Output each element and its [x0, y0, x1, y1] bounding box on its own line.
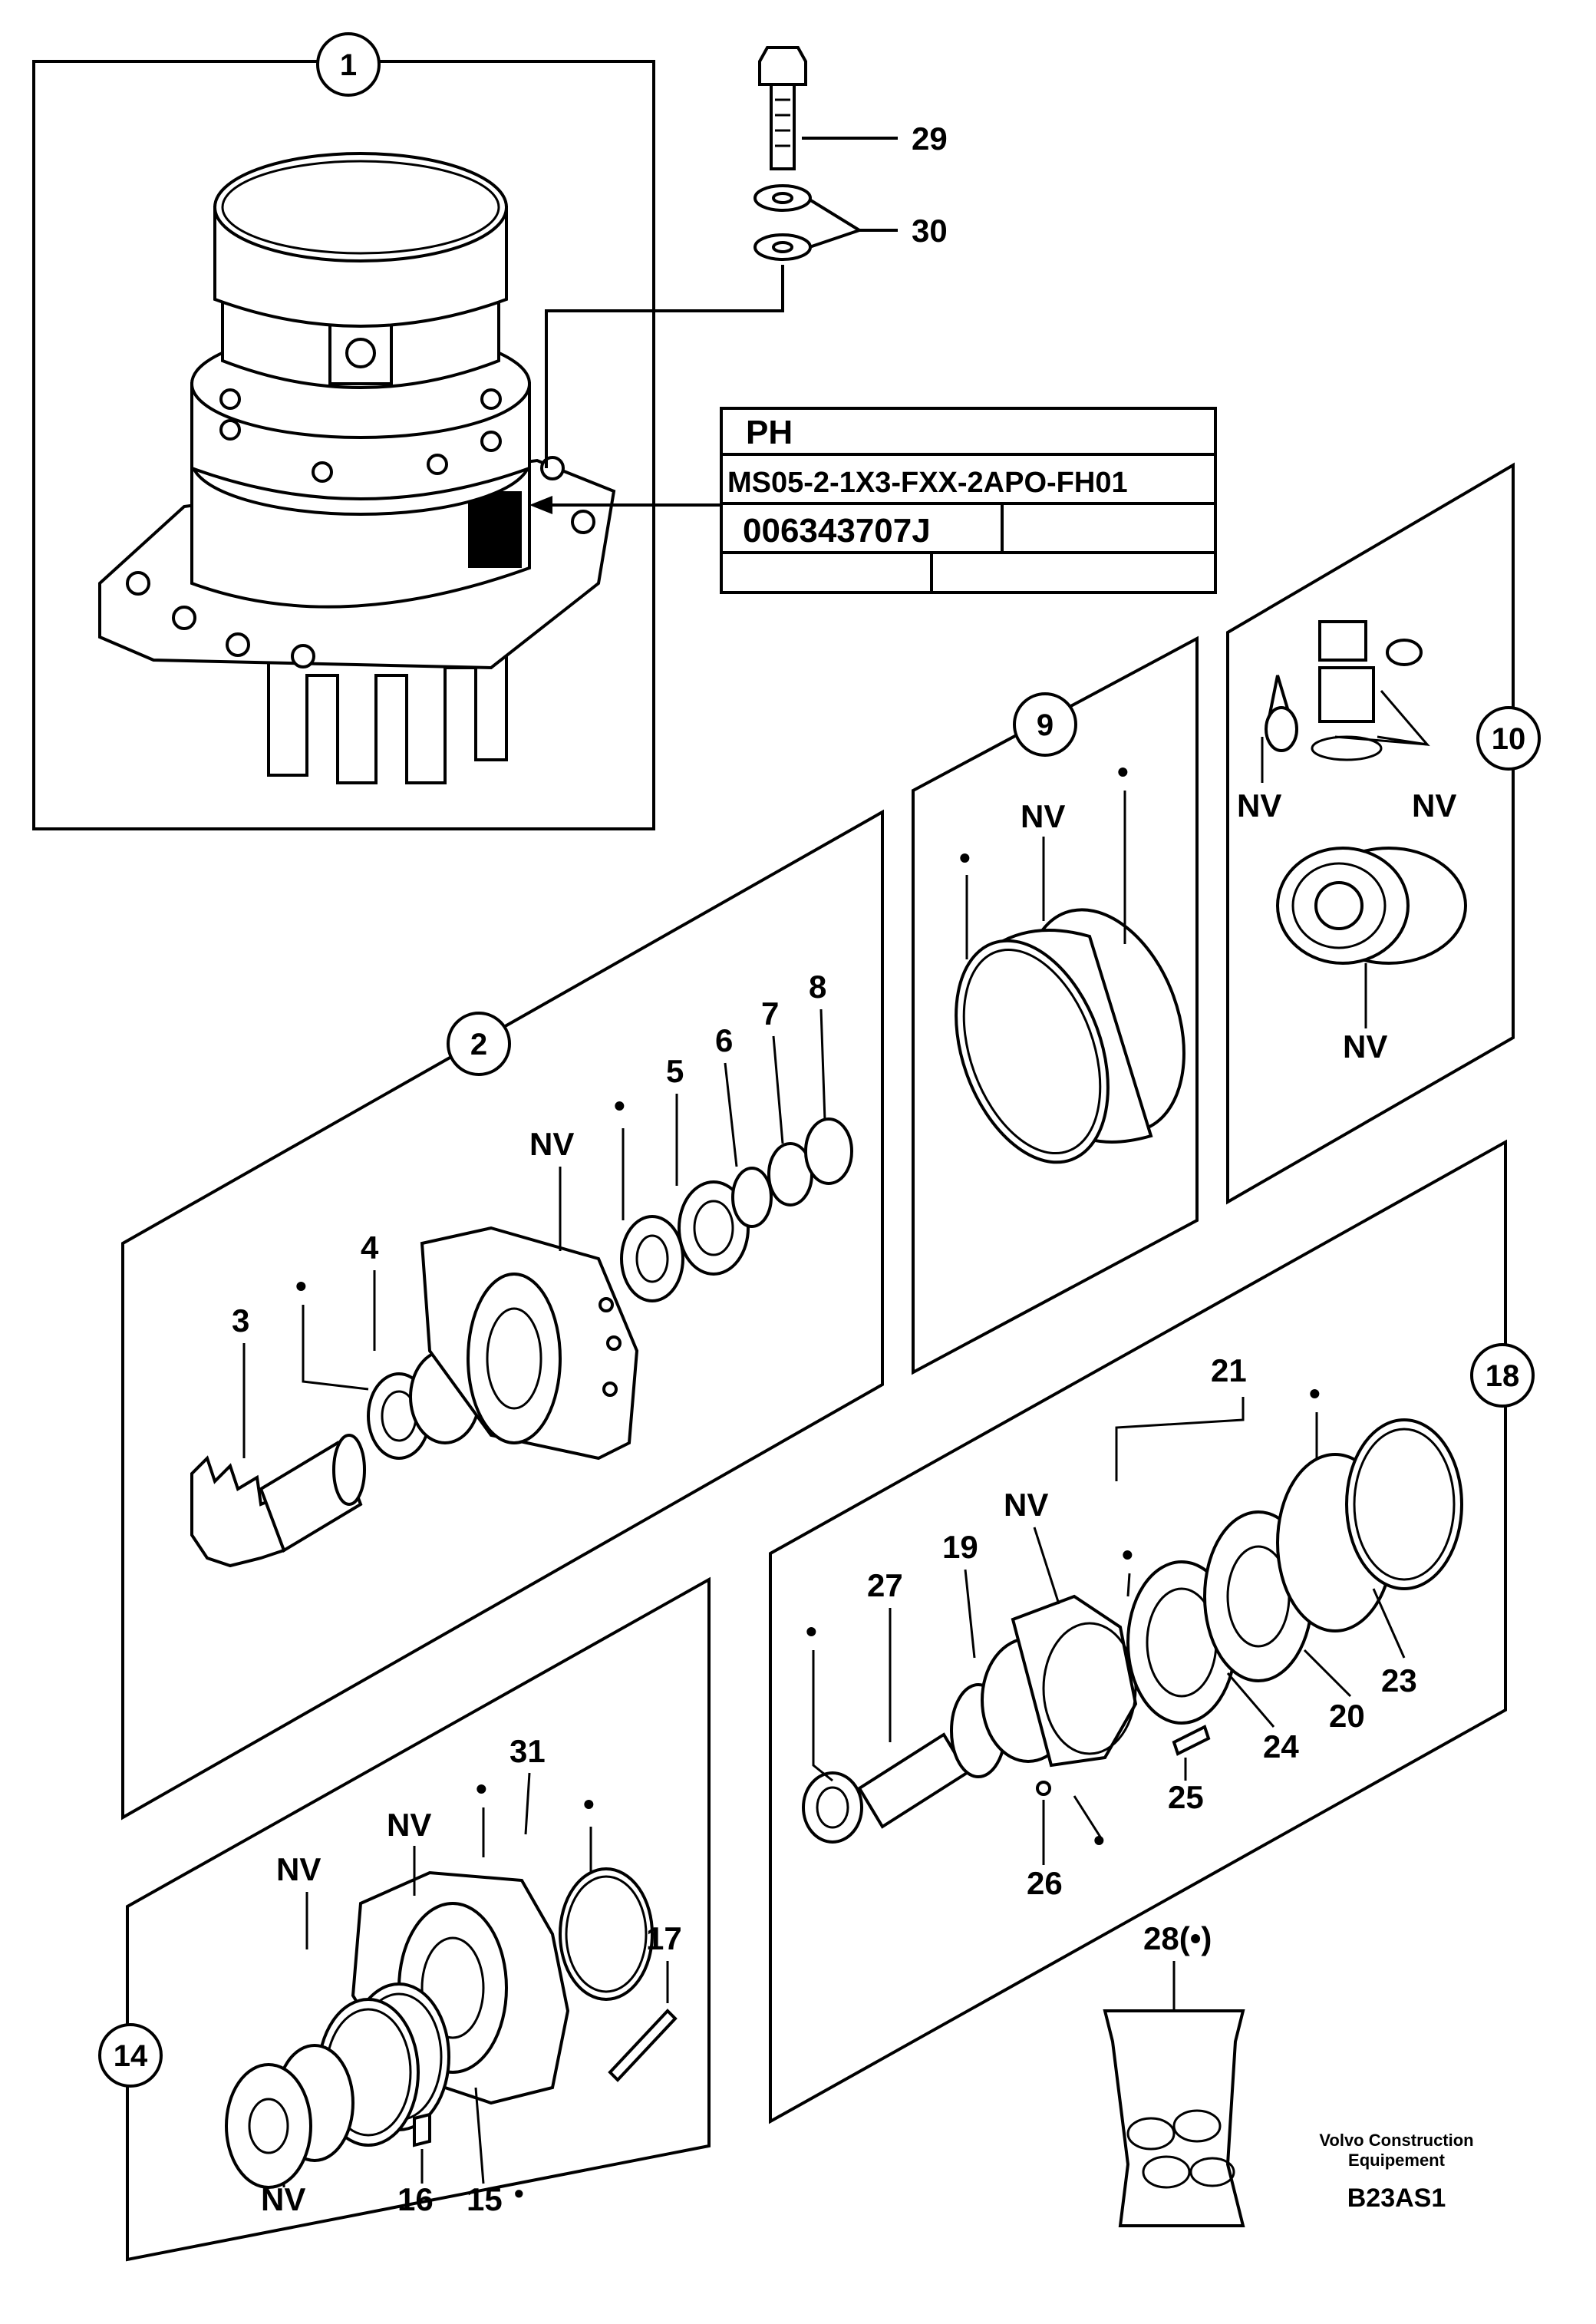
bullet-14b: • — [476, 1771, 487, 1807]
group-9-frame — [912, 635, 1199, 1375]
label-nv-10c: NV — [1343, 1028, 1387, 1065]
label-24: 24 — [1263, 1728, 1299, 1764]
group-18: 18 27 • 19 NV • • 21 24 20 23 — [769, 1139, 1535, 2124]
group-10: 10 NV NV NV — [1226, 462, 1541, 1205]
group-9: 9 NV • • — [912, 635, 1199, 1375]
callout-9: 9 — [1037, 708, 1054, 742]
callout-10: 10 — [1492, 722, 1526, 756]
group-1-motor-assembly: 1 — [32, 32, 655, 830]
bullet-14a: • — [583, 1786, 595, 1822]
label-27: 27 — [867, 1567, 903, 1603]
plate-row-2: MS05-2-1X3-FXX-2APO-FH01 — [727, 467, 1128, 499]
label-6: 6 — [715, 1022, 733, 1058]
plate-row-3: 006343707J — [743, 512, 931, 550]
label-17: 17 — [646, 1920, 682, 1956]
label-nv-10a: NV — [1237, 787, 1281, 824]
label-31: 31 — [509, 1733, 546, 1769]
label-20: 20 — [1329, 1698, 1365, 1734]
group-2-frame — [121, 809, 884, 1821]
label-3: 3 — [232, 1302, 249, 1339]
label-30: 30 — [912, 213, 948, 249]
callout-2: 2 — [470, 1028, 487, 1061]
label-nv-14a: NV — [387, 1807, 431, 1843]
bolt-and-washers: 29 30 — [545, 46, 948, 468]
bullet-9a: • — [1117, 754, 1129, 790]
label-15: 15 — [467, 2181, 503, 2217]
bullet-18a: • — [806, 1613, 817, 1649]
bullet-2b: • — [614, 1088, 625, 1124]
label-19: 19 — [942, 1529, 978, 1565]
callout-14: 14 — [114, 2039, 148, 2073]
label-25: 25 — [1168, 1779, 1204, 1815]
group-14: 14 NV NV • • 31 17 NV 16 — [98, 1576, 711, 2262]
motor-illustration — [98, 152, 616, 784]
identification-plate: PH MS05-2-1X3-FXX-2APO-FH01 006343707J — [529, 407, 1217, 594]
callout-18: 18 — [1486, 1359, 1520, 1393]
label-4: 4 — [361, 1230, 379, 1266]
footer: Volvo Construction Equipement B23AS1 — [1319, 2131, 1473, 2213]
bullet-14c: • — [514, 2177, 524, 2209]
bullet-18c: • — [1309, 1375, 1321, 1411]
group-14-frame — [126, 1576, 711, 2262]
group-18-frame — [769, 1139, 1507, 2124]
drawing-reference: B23AS1 — [1347, 2184, 1446, 2213]
seal-kit-28: 28(•) — [1103, 1920, 1245, 2227]
label-28: 28(•) — [1143, 1920, 1212, 1956]
arrow-head — [529, 496, 552, 514]
label-7: 7 — [761, 995, 779, 1032]
label-nv-9: NV — [1021, 798, 1065, 834]
label-23: 23 — [1381, 1662, 1417, 1698]
label-26: 26 — [1027, 1865, 1063, 1901]
callout-circle-1 — [316, 32, 381, 97]
bullet-2a: • — [295, 1268, 307, 1304]
group-10-frame — [1226, 462, 1515, 1205]
label-nv-14b: NV — [276, 1851, 321, 1887]
label-nv-10b: NV — [1412, 787, 1456, 824]
label-5: 5 — [666, 1053, 684, 1089]
bullet-18b: • — [1122, 1537, 1133, 1573]
company-line-2: Equipement — [1348, 2151, 1446, 2170]
label-29: 29 — [912, 120, 948, 157]
label-21: 21 — [1211, 1352, 1247, 1388]
plate-row-1: PH — [746, 414, 793, 451]
label-nv-18: NV — [1004, 1487, 1048, 1523]
label-8: 8 — [809, 969, 826, 1005]
callout-1: 1 — [340, 48, 357, 82]
group-2: 2 3 4 • NV • 5 6 7 — [121, 809, 884, 1821]
label-16: 16 — [397, 2181, 434, 2217]
company-line-1: Volvo Construction — [1319, 2131, 1473, 2150]
bullet-9b: • — [959, 840, 971, 876]
label-nv-2: NV — [529, 1126, 574, 1162]
